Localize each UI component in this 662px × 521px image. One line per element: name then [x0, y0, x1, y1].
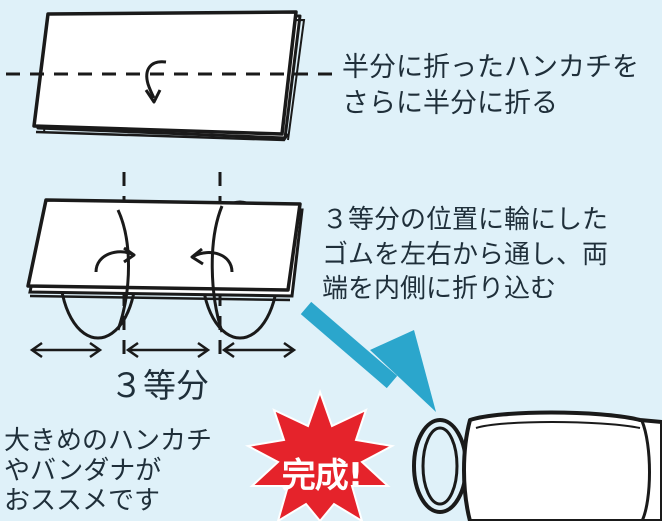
band-right-front [210, 205, 224, 333]
starburst-icon [244, 388, 396, 521]
double-arrow-icon [125, 341, 211, 359]
double-arrow-icon [221, 341, 297, 359]
ear-loop-right [640, 420, 651, 521]
thirds-arrows [29, 341, 297, 359]
handkerchief-top [32, 10, 298, 136]
handkerchief-bottom-edge [35, 130, 290, 142]
double-arrow-icon [29, 341, 103, 359]
step1-caption: 半分に折ったハンカチを さらに半分に折る [342, 52, 639, 119]
pointer-arrow-icon [300, 301, 436, 412]
completion-label: 完成! [281, 456, 364, 496]
finished-mask-illustration [412, 410, 662, 521]
rotate-arrow-icon [190, 247, 234, 273]
step2-caption: ３等分の位置に輪にした ゴムを左右から通し、両 端を内側に折り込む [322, 205, 609, 305]
mask-fold [475, 421, 641, 429]
strip-edge [29, 294, 291, 302]
fold-arrow-icon [144, 60, 167, 104]
mask-body [462, 410, 662, 521]
ear-loop-left-inner [421, 426, 459, 506]
band-left-front [116, 209, 130, 331]
tip-caption: 大きめのハンカチ やバンダナが おススメです [4, 426, 213, 517]
step1-illustration [6, 10, 338, 142]
rotate-arrow-icon [94, 246, 136, 273]
step2-illustration [26, 172, 304, 355]
strip-top [26, 198, 302, 292]
thirds-label: ３等分 [110, 366, 209, 405]
